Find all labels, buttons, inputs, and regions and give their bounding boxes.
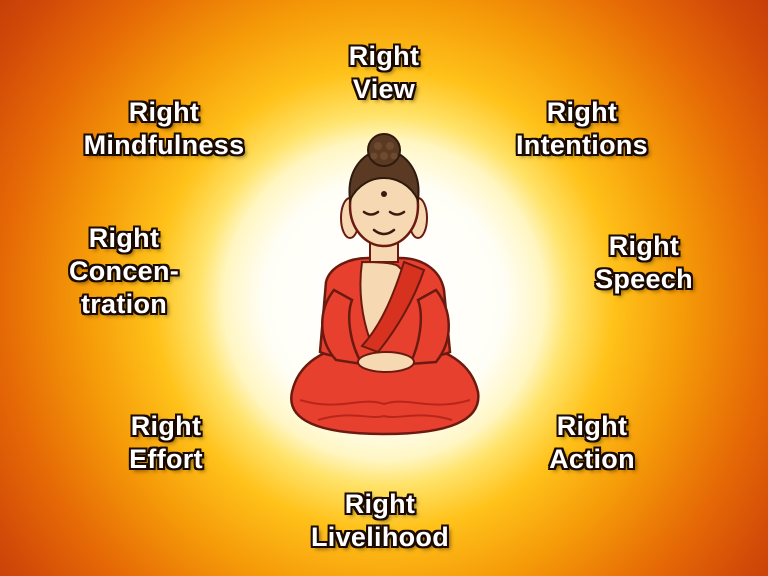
label-line: Right <box>344 489 416 519</box>
label-line: Livelihood <box>311 522 449 552</box>
label-right-intentions: Right Intentions <box>516 96 648 162</box>
label-line: Concen- <box>68 256 180 286</box>
label-line: tration <box>80 289 168 319</box>
label-line: Right <box>608 231 680 261</box>
label-line: View <box>352 74 416 104</box>
urna-dot <box>381 191 387 197</box>
label-line: Right <box>546 97 618 127</box>
label-line: Right <box>556 411 628 441</box>
label-line: Speech <box>595 264 693 294</box>
label-line: Right <box>348 41 420 71</box>
label-right-livelihood: Right Livelihood <box>311 488 449 554</box>
label-right-speech: Right Speech <box>595 230 693 296</box>
hair <box>348 148 420 204</box>
label-right-effort: Right Effort <box>129 410 203 476</box>
label-right-action: Right Action <box>549 410 635 476</box>
label-line: Mindfulness <box>83 130 245 160</box>
label-right-concentration: Right Concen- tration <box>69 222 179 321</box>
label-line: Action <box>549 444 635 474</box>
label-line: Right <box>130 411 202 441</box>
label-line: Right <box>88 223 160 253</box>
label-right-view: Right View <box>349 40 419 106</box>
label-line: Intentions <box>516 130 648 160</box>
label-line: Effort <box>129 444 203 474</box>
label-right-mindfulness: Right Mindfulness <box>84 96 245 162</box>
hair-bun <box>367 133 401 167</box>
folded-hands <box>357 351 415 373</box>
label-line: Right <box>128 97 200 127</box>
